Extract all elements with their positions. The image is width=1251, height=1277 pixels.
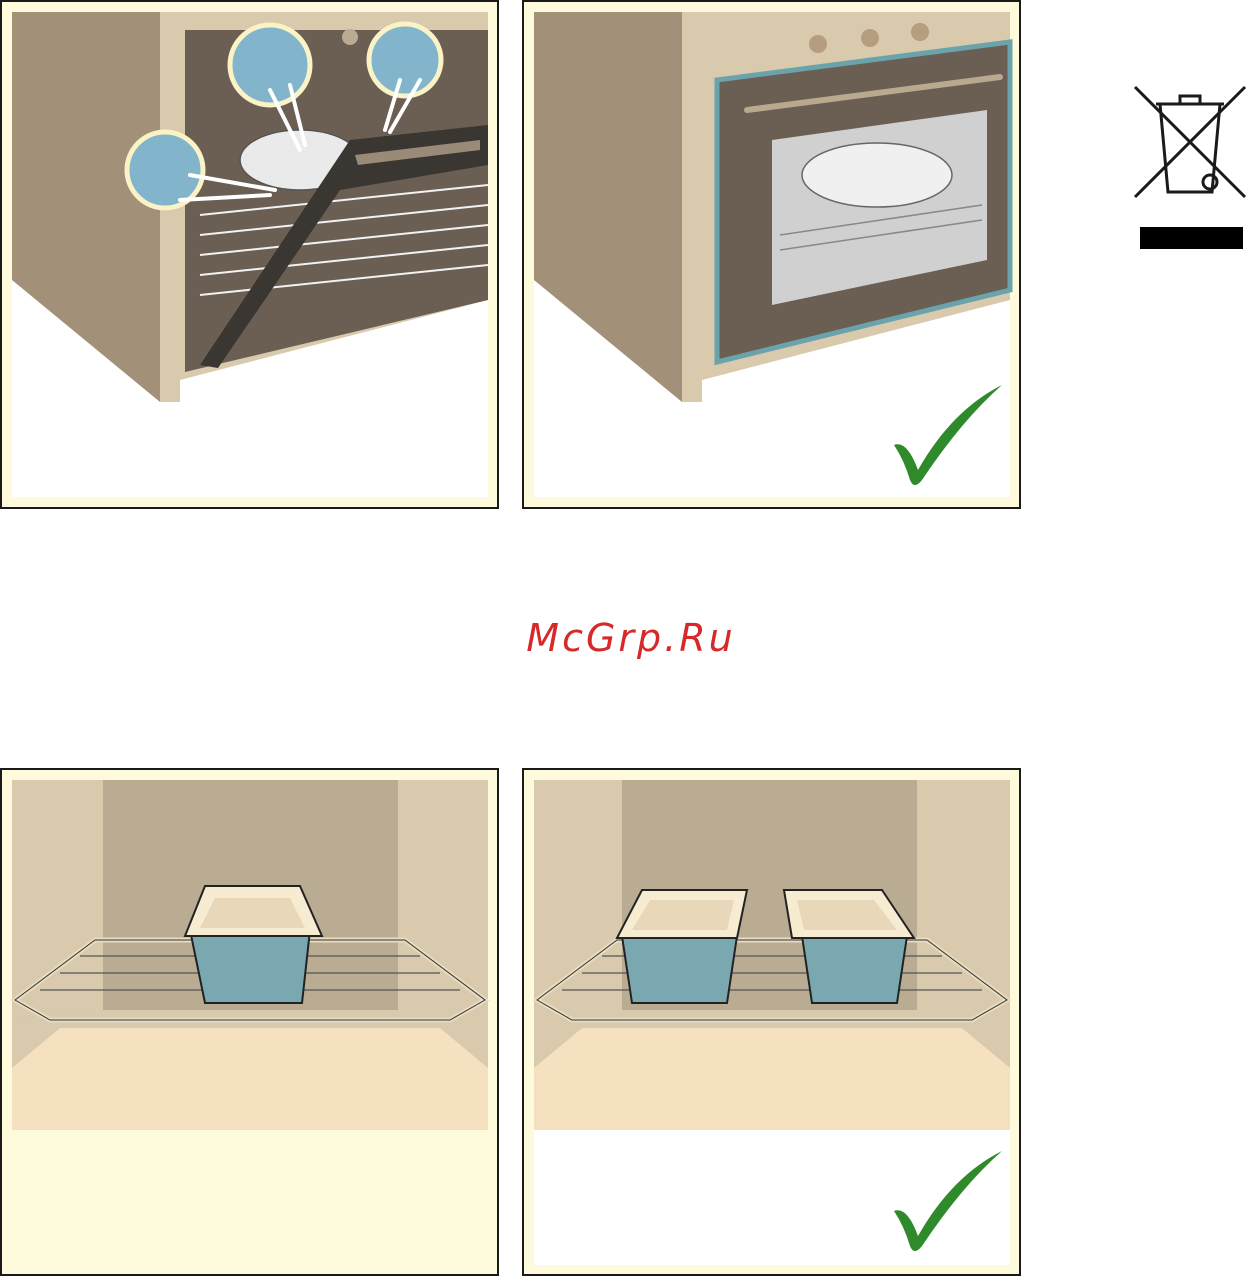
crossed-out-wheelie-bin-icon	[1130, 82, 1250, 256]
panel-steam-door-open	[0, 0, 500, 510]
panel-door-closed	[522, 0, 1022, 510]
panel-two-loaf-pans	[522, 768, 1022, 1277]
watermark: McGrp.Ru	[0, 616, 1251, 660]
panel-one-loaf-pan	[0, 768, 500, 1277]
loaf-pan-icon	[185, 886, 322, 1003]
